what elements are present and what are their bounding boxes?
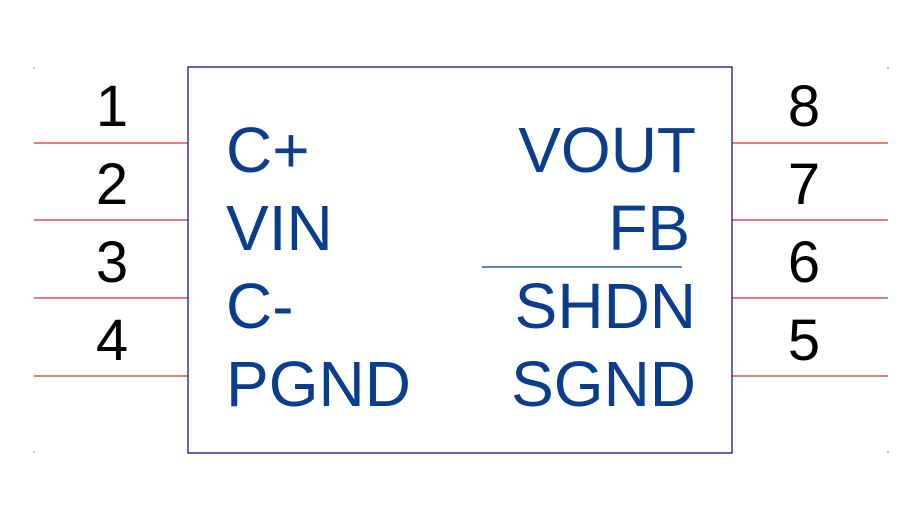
pin-number-3: 3 bbox=[95, 230, 129, 295]
pin-name-fb: FB bbox=[608, 192, 690, 264]
pin-name-pgnd: PGND bbox=[226, 348, 411, 420]
pin-number-4: 4 bbox=[95, 308, 129, 373]
pin-name-sgnd: SGND bbox=[511, 348, 696, 420]
pin-number-2: 2 bbox=[95, 152, 129, 217]
pin-name-vout: VOUT bbox=[518, 114, 696, 186]
pin-number-5: 5 bbox=[787, 308, 821, 373]
pin-number-8: 8 bbox=[787, 74, 821, 139]
component-body[interactable] bbox=[187, 66, 733, 454]
pin-number-7: 7 bbox=[787, 152, 821, 217]
pin-name-shdn: SHDN bbox=[514, 270, 696, 342]
pin-number-1: 1 bbox=[95, 74, 129, 139]
pin-name-vin: VIN bbox=[226, 192, 333, 264]
pin-name-c-plus: C+ bbox=[226, 114, 310, 186]
pin-number-6: 6 bbox=[787, 230, 821, 295]
pin-name-c-minus: C- bbox=[226, 270, 294, 342]
grid-dots bbox=[33, 67, 889, 453]
